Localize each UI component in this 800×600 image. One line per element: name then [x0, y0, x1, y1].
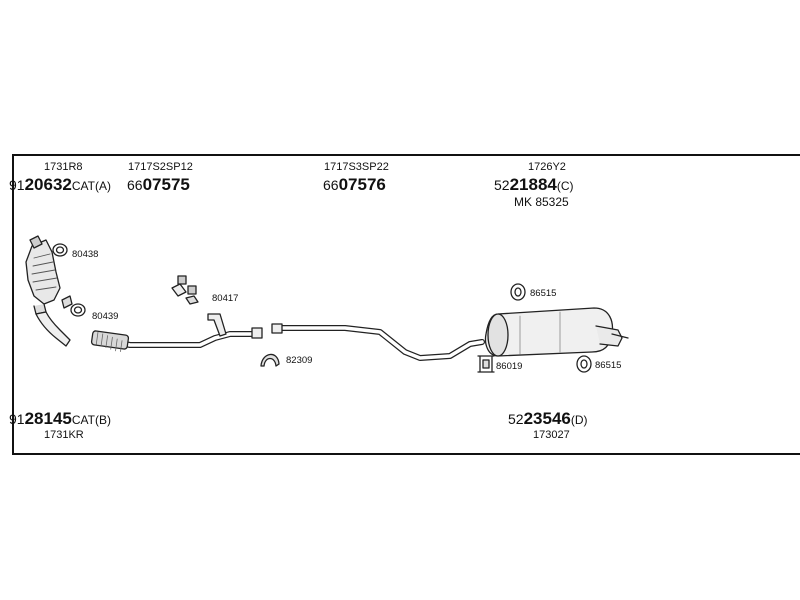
callout-86515-bottom: 86515 [595, 360, 622, 371]
part-number-front-pipe[interactable]: 6607575 [127, 175, 190, 194]
callout-80439: 80439 [92, 311, 119, 322]
rubber-mount-86515-bottom-icon[interactable] [576, 355, 592, 373]
callout-82309: 82309 [286, 355, 313, 366]
part-number-catalyst-a[interactable]: 9120632CAT(A) [9, 175, 111, 194]
mounting-kit-label: MK 85325 [514, 195, 569, 209]
part-number-catalyst-b[interactable]: 9128145CAT(B) [9, 409, 111, 428]
left-bracket-line [12, 154, 14, 455]
clamp-80439-icon[interactable] [70, 303, 86, 317]
callout-86019: 86019 [496, 361, 523, 372]
hanger-80417-icon[interactable] [171, 275, 199, 305]
part-number-middle-pipe[interactable]: 6607576 [323, 175, 386, 194]
clamp-80438-icon[interactable] [52, 243, 68, 257]
top-divider-line [12, 154, 800, 156]
callout-80417: 80417 [212, 293, 239, 304]
callout-80438: 80438 [72, 249, 99, 260]
front-pipe[interactable] [90, 313, 263, 352]
part-code-1717s3sp22: 1717S3SP22 [324, 161, 389, 173]
rear-silencer[interactable] [484, 307, 629, 357]
clamp-82309-icon[interactable] [260, 353, 280, 367]
callout-86515-top: 86515 [530, 288, 557, 299]
catalytic-converter[interactable] [25, 235, 73, 347]
middle-pipe[interactable] [271, 323, 485, 361]
part-number-rear-silencer-d[interactable]: 5223546(D) [508, 409, 588, 428]
part-number-rear-silencer-c[interactable]: 5221884(C) [494, 175, 574, 194]
part-code-1717s2sp12: 1717S2SP12 [128, 161, 193, 173]
part-code-173027: 173027 [533, 429, 570, 441]
part-code-1731kr: 1731KR [44, 429, 84, 441]
bottom-divider-line [12, 453, 800, 455]
part-code-1731r8: 1731R8 [44, 161, 83, 173]
rubber-mount-86515-top-icon[interactable] [510, 283, 526, 301]
part-code-1726y2: 1726Y2 [528, 161, 566, 173]
clamp-86019-icon[interactable] [477, 355, 495, 373]
